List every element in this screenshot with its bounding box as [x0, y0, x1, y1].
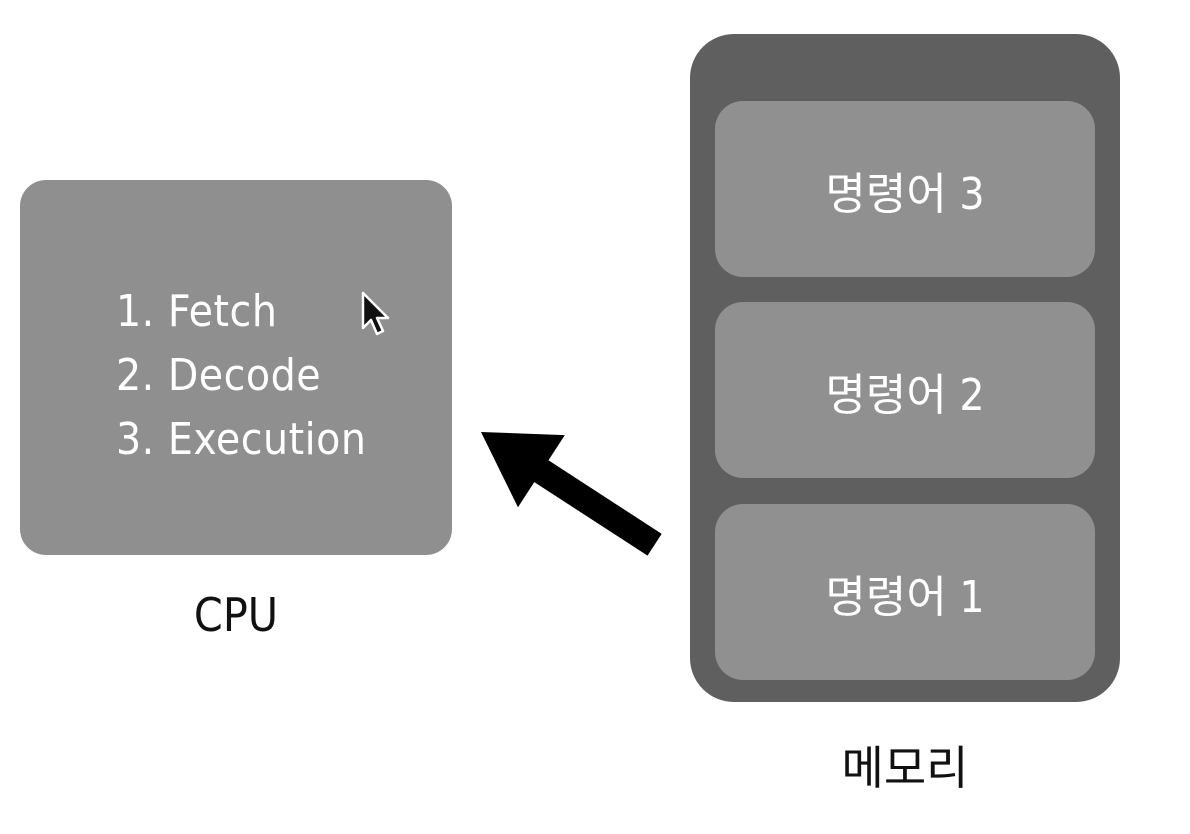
cpu-step-execution: 3. Execution [116, 414, 367, 465]
cpu-steps-list: 1. Fetch 2. Decode 3. Execution [116, 280, 366, 472]
memory-slot-instruction-2: 명령어 2 [715, 302, 1095, 478]
arrow-icon [481, 432, 662, 556]
cpu-step-decode: 2. Decode [116, 350, 322, 401]
memory-slot-instruction-3: 명령어 3 [715, 101, 1095, 277]
cpu-step-fetch: 1. Fetch [116, 286, 278, 337]
cpu-box: 1. Fetch 2. Decode 3. Execution [20, 180, 452, 555]
memory-box: 명령어 3 명령어 2 명령어 1 [690, 34, 1120, 702]
memory-slot-instruction-1: 명령어 1 [715, 504, 1095, 680]
memory-slot-label: 명령어 1 [825, 572, 985, 623]
mouse-cursor-icon [361, 291, 390, 336]
cpu-label: CPU [193, 588, 279, 642]
memory-label: 메모리 [841, 741, 969, 795]
memory-slot-label: 명령어 3 [825, 169, 985, 220]
memory-slot-label: 명령어 2 [825, 370, 985, 421]
